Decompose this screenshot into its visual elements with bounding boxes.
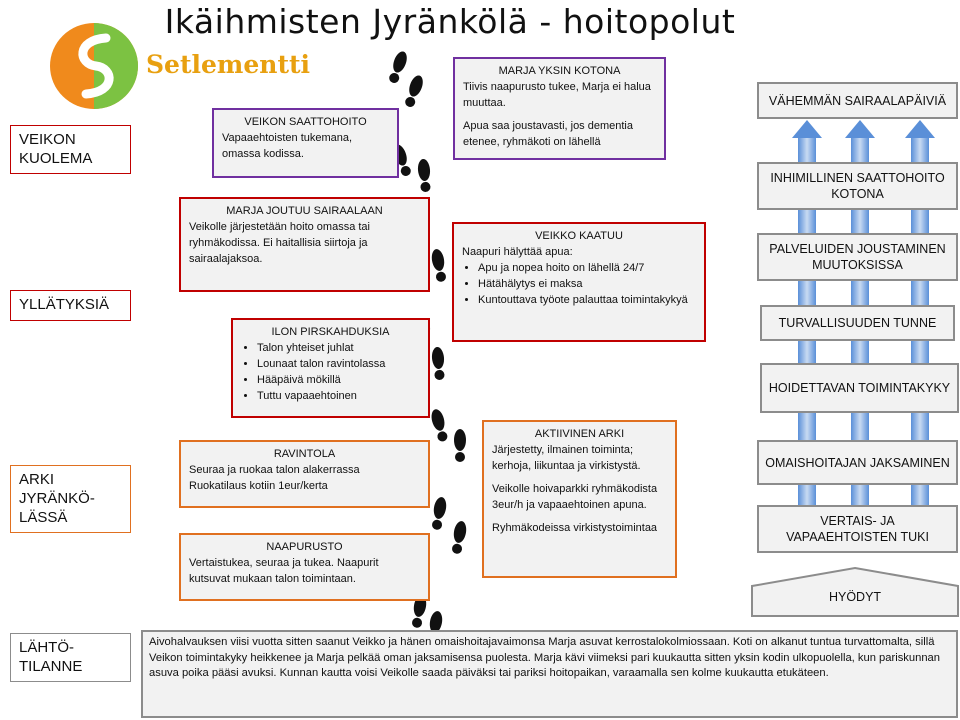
- card-active-text-3: Ryhmäkodeissa virkistystoimintaa: [492, 522, 658, 534]
- card-veikko-falls-title: VEIKKO KAATUU: [535, 230, 623, 242]
- stage-everyday: ARKI JYRÄNKÖ- LÄSSÄ: [10, 465, 131, 533]
- list-item: Kuntouttava työote palauttaa toimintakyk…: [478, 292, 696, 308]
- card-active: AKTIIVINEN ARKI Järjestetty, ilmainen to…: [482, 420, 677, 578]
- setlementti-logo-icon: [48, 20, 144, 112]
- card-veikko-falls-intro: Naapuri hälyttää apua:: [462, 246, 573, 258]
- list-item: Tuttu vapaaehtoinen: [257, 388, 420, 404]
- benefit-item: PALVELUIDEN JOUSTAMINEN MUUTOKSISSA: [757, 233, 958, 281]
- starting-situation-text: Aivohalvauksen viisi vuotta sitten saanu…: [141, 630, 958, 718]
- card-restaurant-text-2: Ruokatilaus kotiin 1eur/kerta: [189, 480, 328, 492]
- card-restaurant: RAVINTOLA Seuraa ja ruokaa talon alakerr…: [179, 440, 430, 508]
- card-marja-hospital-text: Veikolle järjestetään hoito omassa tai r…: [189, 221, 370, 265]
- card-neighbourhood-text: Vertaistukea, seuraa ja tukea. Naapurit …: [189, 557, 379, 585]
- benefit-item: VÄHEMMÄN SAIRAALAPÄIVIÄ: [757, 82, 958, 119]
- card-veikko-terminal-text: Vapaaehtoisten tukemana, omassa kodissa.: [222, 132, 353, 160]
- list-item: Lounaat talon ravintolassa: [257, 356, 420, 372]
- card-active-text-2: Veikolle hoivaparkki ryhmäkodista 3eur/h…: [492, 483, 658, 511]
- stage-everyday-line-1: ARKI: [19, 471, 55, 488]
- list-item: Hätähälytys ei maksa: [478, 276, 696, 292]
- stage-death-line-1: VEIKON: [19, 131, 76, 148]
- stage-surprises: YLLÄTYKSIÄ: [10, 290, 131, 321]
- stage-surprises-line-1: YLLÄTYKSIÄ: [19, 296, 110, 313]
- card-joy: ILON PIRSKAHDUKSIA Talon yhteiset juhlat…: [231, 318, 430, 418]
- card-restaurant-title: RAVINTOLA: [273, 448, 336, 460]
- card-marja-hospital-title: MARJA JOUTUU SAIRAALAAN: [226, 205, 383, 217]
- benefit-item: INHIMILLINEN SAATTOHOITO KOTONA: [757, 162, 958, 210]
- card-marja-alone-text-2: Apua saa joustavasti, jos dementia etene…: [463, 120, 633, 148]
- stage-everyday-line-2: JYRÄNKÖ-: [19, 490, 95, 507]
- card-restaurant-text-1: Seuraa ja ruokaa talon alakerrassa: [189, 464, 360, 476]
- card-marja-alone-title: MARJA YKSIN KOTONA: [498, 65, 621, 77]
- stage-start-line-2: TILANNE: [19, 658, 83, 675]
- stage-everyday-line-3: LÄSSÄ: [19, 509, 68, 526]
- card-active-text-1: Järjestetty, ilmainen toiminta; kerhoja,…: [492, 444, 641, 472]
- benefit-item: TURVALLISUUDEN TUNNE: [760, 305, 955, 341]
- stage-start: LÄHTÖ- TILANNE: [10, 633, 131, 682]
- logo-text: Setlementti: [146, 50, 311, 79]
- list-item: Apu ja nopea hoito on lähellä 24/7: [478, 260, 696, 276]
- list-item: Hääpäivä mökillä: [257, 372, 420, 388]
- benefits-label-shape: HYÖDYT: [750, 566, 960, 618]
- card-marja-hospital: MARJA JOUTUU SAIRAALAAN Veikolle järjest…: [179, 197, 430, 292]
- page-title: Ikäihmisten Jyränkölä - hoitopolut: [164, 2, 736, 41]
- stage-death: VEIKON KUOLEMA: [10, 125, 131, 174]
- card-marja-alone-text-1: Tiivis naapurusto tukee, Marja ei halua …: [463, 81, 651, 109]
- card-joy-title: ILON PIRSKAHDUKSIA: [271, 326, 390, 338]
- card-veikko-terminal: VEIKON SAATTOHOITO Vapaaehtoisten tukema…: [212, 108, 399, 178]
- benefits-label: HYÖDYT: [828, 590, 882, 604]
- benefit-item: HOIDETTAVAN TOIMINTAKYKY: [760, 363, 959, 413]
- benefit-item: VERTAIS- JA VAPAAEHTOISTEN TUKI: [757, 505, 958, 553]
- benefit-item: OMAISHOITAJAN JAKSAMINEN: [757, 440, 958, 485]
- card-marja-alone: MARJA YKSIN KOTONA Tiivis naapurusto tuk…: [453, 57, 666, 160]
- card-active-title: AKTIIVINEN ARKI: [534, 428, 625, 440]
- card-neighbourhood-title: NAAPURUSTO: [266, 541, 343, 553]
- stage-start-line-1: LÄHTÖ-: [19, 639, 75, 656]
- card-neighbourhood: NAAPURUSTO Vertaistukea, seuraa ja tukea…: [179, 533, 430, 601]
- stage-death-line-2: KUOLEMA: [19, 150, 93, 167]
- card-veikko-falls: VEIKKO KAATUU Naapuri hälyttää apua: Apu…: [452, 222, 706, 342]
- card-veikko-terminal-title: VEIKON SAATTOHOITO: [244, 116, 367, 128]
- list-item: Talon yhteiset juhlat: [257, 340, 420, 356]
